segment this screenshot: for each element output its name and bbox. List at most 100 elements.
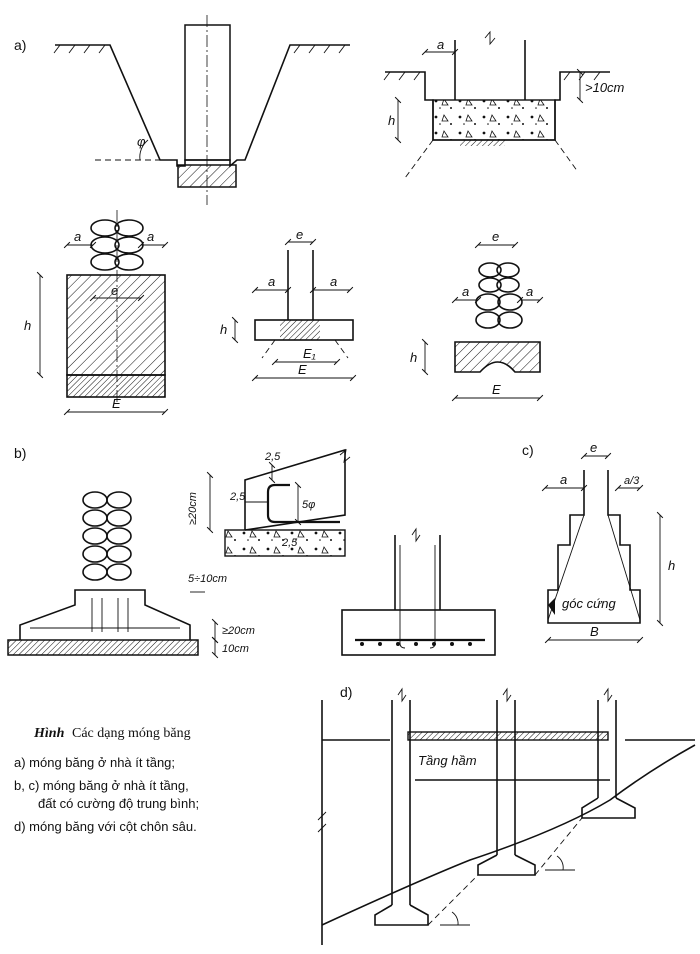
dim-e-label: e <box>590 440 597 455</box>
spread-right <box>334 339 349 359</box>
bar-dots <box>360 642 472 646</box>
angle-phi: φ <box>137 134 146 149</box>
stone-wall <box>82 491 132 581</box>
caption-item-a: a) móng băng ở nhà ít tầng; <box>14 755 175 770</box>
figure-a-concrete-strip: a h >10cm <box>383 30 625 179</box>
dim-gt20cm-label: ≥20cm <box>187 492 199 525</box>
rigid-angle-fill <box>548 598 555 615</box>
lean-concrete-detail <box>224 529 346 557</box>
column-3 <box>597 700 617 798</box>
figure-d-deep-columns: d) Tầng hầm <box>317 684 696 945</box>
section-label-b: b) <box>14 445 26 461</box>
figure-b-rc-footing: b) ≥20cm 10cm 5÷10cm <box>7 445 255 659</box>
dim-h-label: h <box>668 558 675 573</box>
dim-gt10cm: >10cm <box>585 80 625 95</box>
figure-a-stone-footing: a a e h E <box>24 210 169 416</box>
dim-a-left-label: a <box>462 284 469 299</box>
caption-item-bc: b, c) móng băng ở nhà ít tầng, <box>14 778 189 793</box>
dim-10cm-label: 10cm <box>222 643 249 655</box>
footing-3 <box>581 797 636 819</box>
dim-h-label: h <box>410 350 417 365</box>
rigid-angle-right <box>607 514 641 621</box>
footing-lower <box>66 374 166 398</box>
break-marks <box>397 687 613 703</box>
spread-left <box>261 339 276 359</box>
dowels <box>399 545 436 649</box>
spread-1 <box>427 874 479 926</box>
dim-5phi-label: 5φ <box>302 499 315 511</box>
caption-item-bc-cont: đất có cường độ trung bình; <box>38 796 199 811</box>
caption-item-d: d) móng băng với cột chôn sâu. <box>14 819 197 834</box>
figure-a-stone-slab-footing: e a a h E <box>410 229 544 402</box>
dim-a-right-label: a <box>147 229 154 244</box>
footing-upper <box>66 274 166 376</box>
angle-arc <box>139 139 149 161</box>
column-bars <box>91 598 129 632</box>
base-hatch <box>460 140 505 146</box>
stepped-profile <box>547 470 641 624</box>
figure-a-trench: a) φ <box>14 15 350 205</box>
dim-2-5-left-label: 2,5 <box>229 491 246 503</box>
caption-title-prefix: Hình <box>33 726 65 741</box>
rigid-angle-label: góc cứng <box>562 596 617 611</box>
section-label-c: c) <box>522 442 534 458</box>
dim-e-label: e <box>296 227 303 242</box>
dim-a: a <box>437 37 444 52</box>
footing-section <box>341 609 496 656</box>
caption-title: Các dạng móng băng <box>72 726 191 741</box>
dim-e-label: e <box>492 229 499 244</box>
figure-b-rebar-detail: 2,5 2,5 5φ 2,5 ≥20cm <box>187 448 351 557</box>
dim-a-right-label: a <box>526 284 533 299</box>
dim-5-10cm-label: 5÷10cm <box>188 573 227 585</box>
dim-2-5-top-label: 2,5 <box>264 451 281 463</box>
column <box>184 24 231 161</box>
boundary-break <box>317 811 327 833</box>
break-mark <box>484 30 496 46</box>
slope-line <box>321 744 696 926</box>
figure-c-stepped-footing: c) e a a/3 góc cứng h B <box>522 440 675 644</box>
basement-slab <box>407 731 609 741</box>
dim-h-label: h <box>24 318 31 333</box>
dim-a3-label: a/3 <box>624 475 640 487</box>
slab-edge <box>244 448 346 531</box>
dim-h: h <box>388 113 395 128</box>
concrete-block <box>432 99 556 141</box>
section-label-d: d) <box>340 684 352 700</box>
hook-bar <box>266 483 340 524</box>
footing-1 <box>374 904 429 926</box>
angle-arc-1 <box>451 911 459 926</box>
dim-E-label: E <box>298 362 307 377</box>
dim-B-label: B <box>590 624 599 639</box>
rc-footing-body <box>19 589 191 640</box>
dim-e-label: e <box>111 283 118 298</box>
figure-b-rc-section <box>341 527 496 656</box>
footing-2 <box>477 854 536 876</box>
spread-line-right <box>554 139 579 173</box>
dim-a-right-label: a <box>330 274 337 289</box>
dim-E-label: E <box>112 396 121 411</box>
dim-E1-label: E₁ <box>303 346 316 361</box>
dim-2-5-bottom-label: 2,5 <box>281 537 298 549</box>
dim-E-label: E <box>492 382 501 397</box>
arched-footing <box>454 341 541 373</box>
column-1 <box>391 700 411 905</box>
footing <box>177 164 237 188</box>
figure-a-thin-footing: e a a h E₁ E <box>220 227 357 382</box>
trench-profile <box>55 44 350 168</box>
angle-arc-2 <box>556 855 564 871</box>
column-2 <box>496 700 516 855</box>
spread-2 <box>534 817 583 876</box>
stone-wall <box>475 262 523 329</box>
section-label-a: a) <box>14 37 26 53</box>
dim-h-label: h <box>220 322 227 337</box>
dim-a-label: a <box>560 472 567 487</box>
lean-concrete <box>7 639 199 656</box>
break-mark <box>411 527 421 543</box>
basement-label: Tầng hầm <box>418 753 477 768</box>
break-mark <box>339 448 351 464</box>
ground-hatch-left <box>53 44 346 54</box>
footing-hatch <box>280 320 320 340</box>
dim-20cm-label: ≥20cm <box>222 625 255 637</box>
dim-a-left-label: a <box>268 274 275 289</box>
